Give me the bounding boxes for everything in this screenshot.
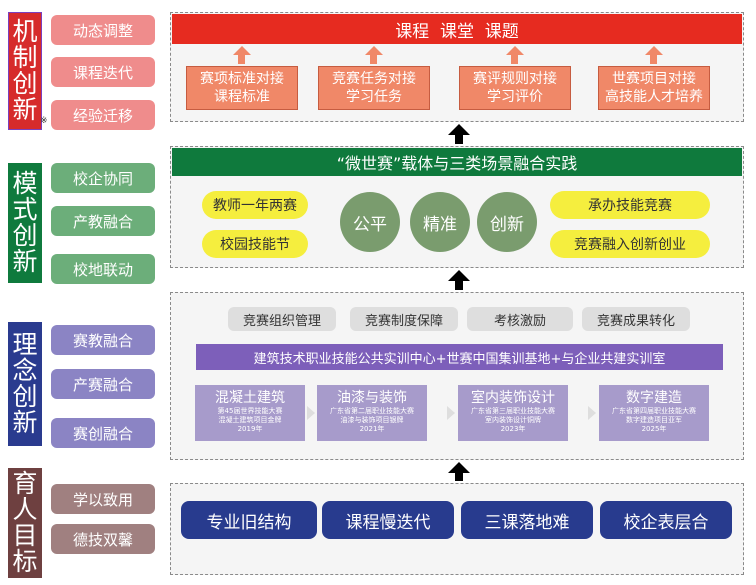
side-item-industry-education: 产教融合 <box>51 206 155 236</box>
side-item-school-local: 校地联动 <box>51 254 155 284</box>
side-item-virtue-skill: 德技双馨 <box>51 524 155 554</box>
mechanism-box-talent: 世赛项目对接高技能人才培养 <box>598 66 710 110</box>
up-arrow <box>448 270 470 281</box>
side-item-competition-teaching: 赛教融合 <box>51 325 155 355</box>
pill-campus-festival: 校园技能节 <box>202 230 308 258</box>
side-item-learning-application: 学以致用 <box>51 484 155 514</box>
pill-entrepreneurship: 竞赛融入创新创业 <box>550 230 710 258</box>
mechanism-box-evaluation: 赛评规则对接学习评价 <box>459 66 571 110</box>
section-title-mechanism: 机制创新 <box>8 12 42 130</box>
goal-hard-landing: 三课落地难 <box>461 501 593 539</box>
up-arrow-small <box>506 46 524 55</box>
up-arrow-small-stem <box>370 55 377 64</box>
mechanism-box-task: 竞赛任务对接学习任务 <box>318 66 430 110</box>
up-arrow-stem <box>455 135 463 144</box>
mechanism-header: 课程 课堂 课题 <box>172 14 742 44</box>
side-item-course-iteration: 课程迭代 <box>51 57 155 87</box>
mechanism-box-standard: 赛项标准对接课程标准 <box>186 66 298 110</box>
side-item-competition-innovation: 赛创融合 <box>51 418 155 448</box>
step-digital: 数字建造 广东省第四届职业技能大赛 数字建造项目亚军 2025年 <box>599 385 709 441</box>
tag-incentive: 考核激励 <box>467 307 573 331</box>
goal-slow-iteration: 课程慢迭代 <box>322 501 454 539</box>
section-title-goals: 育人目标 <box>8 468 42 578</box>
side-item-industry-competition: 产赛融合 <box>51 369 155 399</box>
circle-precise: 精准 <box>410 192 470 252</box>
up-arrow-small <box>645 46 663 55</box>
circle-innovation: 创新 <box>477 192 537 252</box>
side-item-experience-transfer: 经验迁移 <box>51 100 155 130</box>
tag-system: 竞赛制度保障 <box>350 307 458 331</box>
mode-header: “微世赛”载体与三类场景融合实践 <box>172 148 742 176</box>
concept-banner: 建筑技术职业技能公共实训中心+世赛中国集训基地+与企业共建实训室 <box>196 344 723 370</box>
up-arrow-small <box>233 46 251 55</box>
up-arrow <box>448 124 470 135</box>
step-concrete: 混凝土建筑 第45届世界技能大赛 混凝土建筑项目金牌 2019年 <box>195 385 305 441</box>
step-arrow <box>447 406 455 420</box>
step-arrow <box>307 406 315 420</box>
tag-organization: 竞赛组织管理 <box>228 307 336 331</box>
up-arrow-small-stem <box>238 55 245 64</box>
pill-host-competition: 承办技能竞赛 <box>550 191 710 219</box>
pill-teacher-competition: 教师一年两赛 <box>202 191 308 219</box>
goal-old-structure: 专业旧结构 <box>181 501 317 539</box>
up-arrow-small-stem <box>650 55 657 64</box>
up-arrow-small <box>365 46 383 55</box>
up-arrow <box>448 462 470 473</box>
side-item-dynamic-adjust: 动态调整 <box>51 15 155 45</box>
stray-mark: ※ <box>40 116 48 126</box>
side-item-school-enterprise: 校企协同 <box>51 163 155 193</box>
section-title-mode: 模式创新 <box>8 163 42 283</box>
circle-fair: 公平 <box>340 192 400 252</box>
step-painting: 油漆与装饰 广东省第二届职业技能大赛 油漆与装饰项目银牌 2021年 <box>317 385 427 441</box>
up-arrow-stem <box>455 281 463 290</box>
section-title-concept: 理念创新 <box>8 322 42 446</box>
up-arrow-stem <box>455 473 463 481</box>
step-arrow <box>588 406 596 420</box>
step-interior: 室内装饰设计 广东省第三届职业技能大赛 室内装饰设计铜牌 2023年 <box>458 385 568 441</box>
goal-surface-cooperation: 校企表层合 <box>600 501 732 539</box>
up-arrow-small-stem <box>511 55 518 64</box>
tag-transformation: 竞赛成果转化 <box>582 307 690 331</box>
